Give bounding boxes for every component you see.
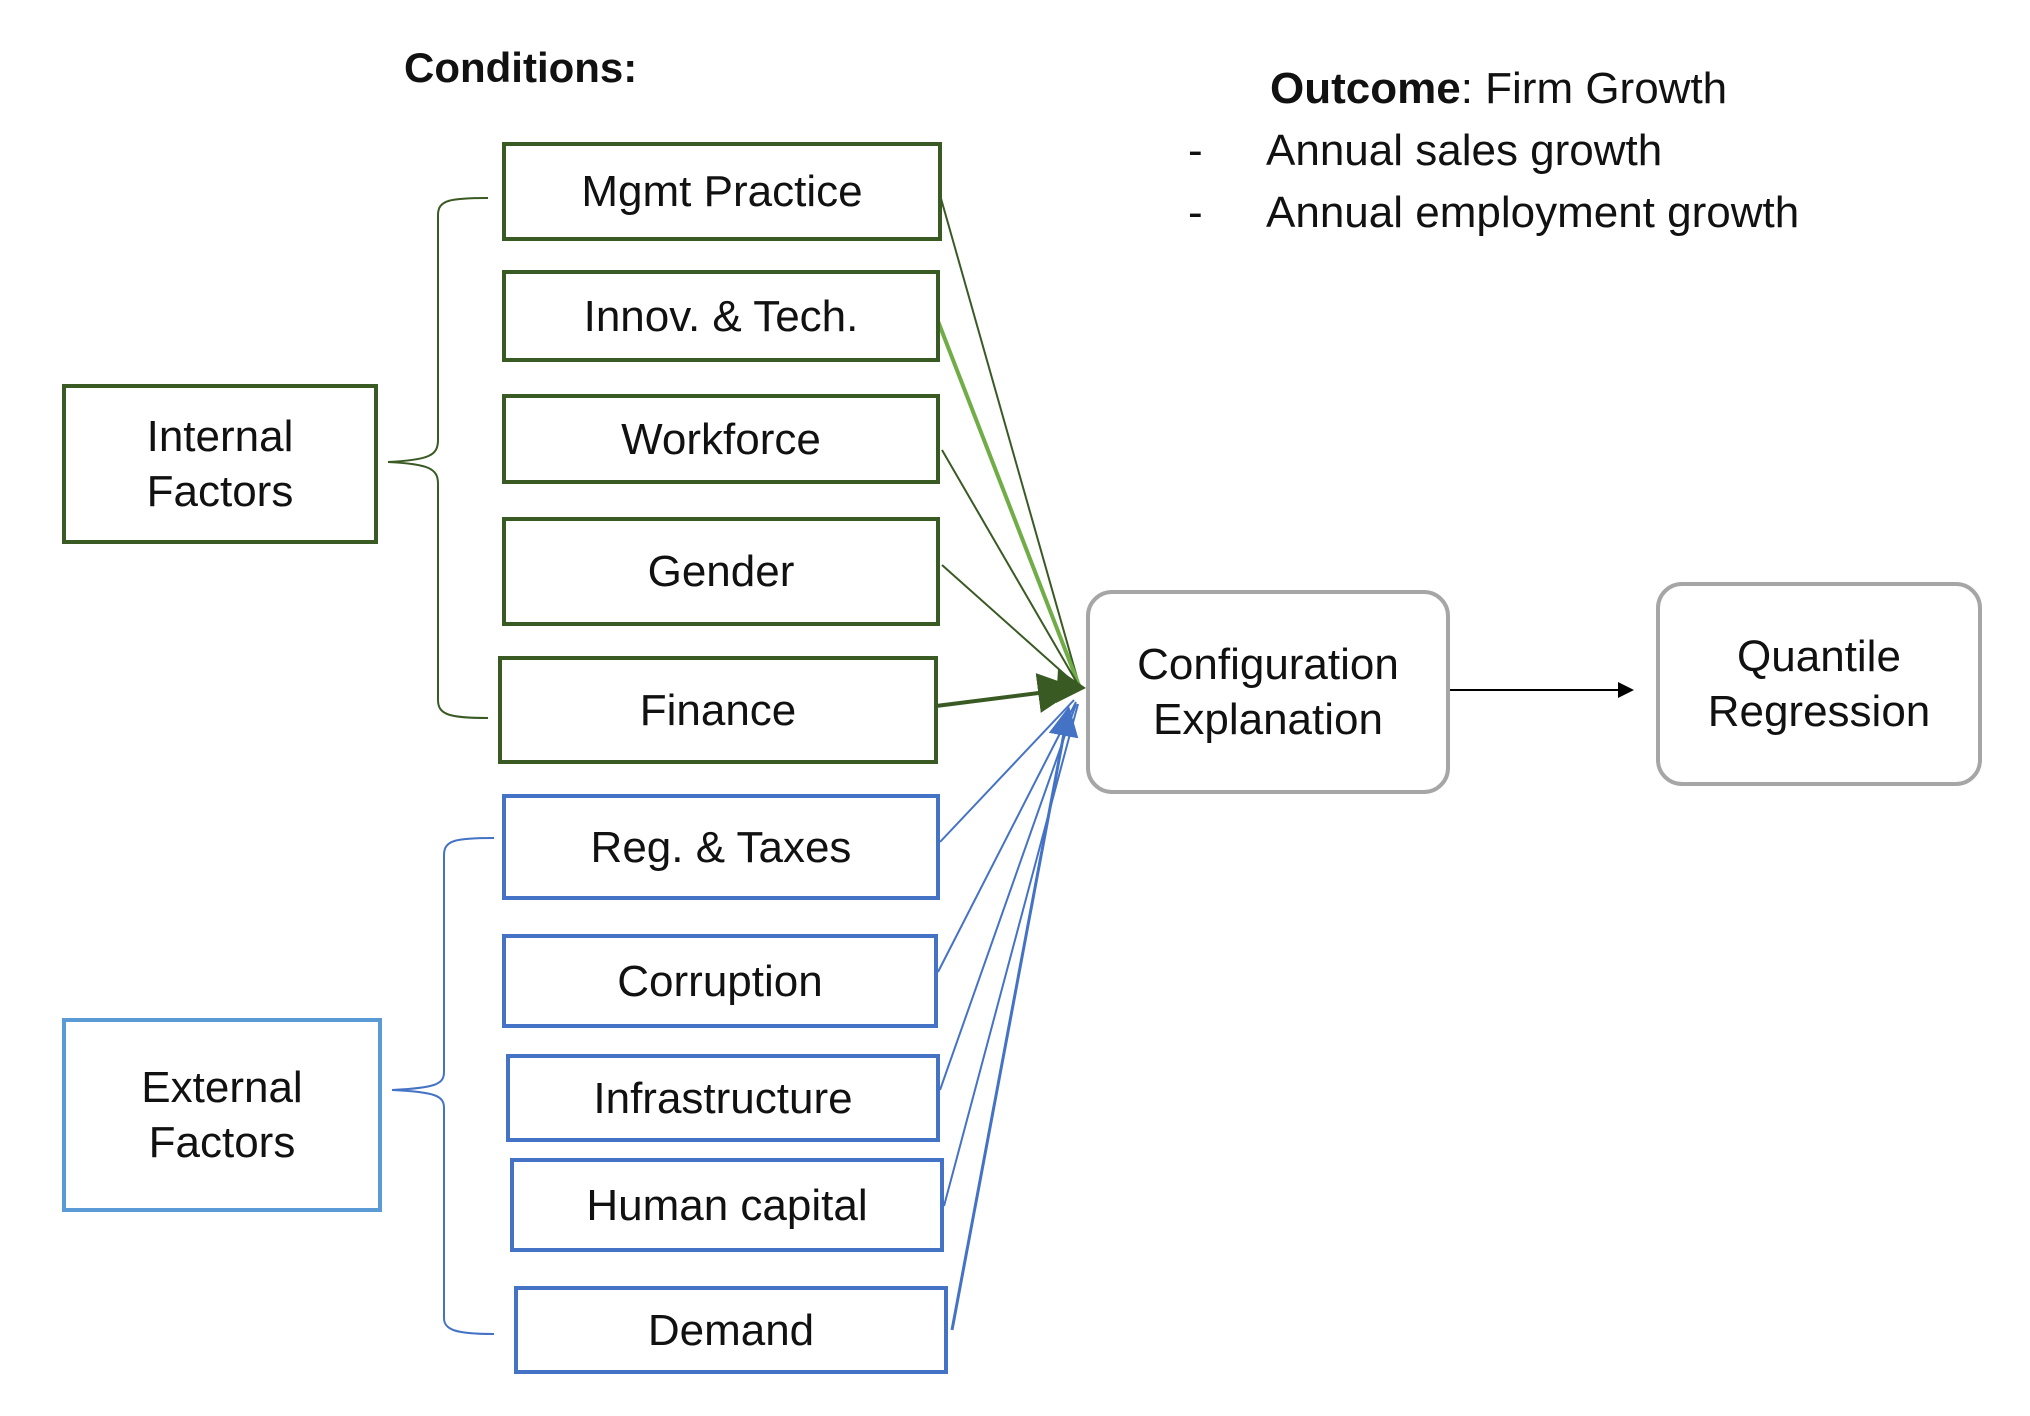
quantile-regression-node: Quantile Regression (1656, 582, 1982, 786)
outcome-label: Outcome (1270, 64, 1461, 113)
bullet-dash: - (1188, 126, 1203, 175)
outcome-value: : Firm Growth (1460, 64, 1728, 113)
regression-line2: Regression (1707, 687, 1931, 736)
internal-factors-line1: Internal (146, 412, 294, 461)
external-factors-box: External Factors (62, 1018, 382, 1212)
condition-demand: Demand (514, 1286, 948, 1374)
bullet-text: Annual sales growth (1266, 126, 1663, 175)
bullet-dash: - (1188, 188, 1203, 237)
arrow-human-capital (943, 703, 1079, 1207)
arrow-reg-taxes (939, 699, 1075, 843)
condition-mgmt-practice: Mgmt Practice (502, 142, 942, 241)
outcome-block: Outcome: Firm Growth - Annual sales growt… (1188, 58, 1799, 244)
outcome-bullet: - Annual sales growth (1188, 120, 1799, 182)
arrow-gender (941, 564, 1081, 689)
external-bracket (391, 837, 495, 1335)
arrow-finance (935, 673, 1078, 713)
external-factors-line1: External (141, 1063, 303, 1112)
configuration-line1: Configuration (1137, 640, 1399, 689)
arrowhead-internal (1056, 669, 1086, 703)
arrow-mgmt-practice (939, 194, 1081, 689)
bullet-text: Annual employment growth (1266, 188, 1800, 237)
internal-bracket (387, 197, 489, 719)
outcome-title: Outcome: Firm Growth (1188, 58, 1799, 120)
condition-innov-tech: Innov. & Tech. (502, 270, 940, 362)
condition-workforce: Workforce (502, 394, 940, 484)
configuration-explanation-node: Configuration Explanation (1086, 590, 1450, 794)
arrow-workforce (941, 449, 1081, 689)
internal-factors-line2: Factors (146, 467, 294, 516)
condition-infrastructure: Infrastructure (506, 1054, 940, 1142)
arrow-demand (950, 706, 1079, 1331)
outcome-bullet: - Annual employment growth (1188, 182, 1799, 244)
condition-gender: Gender (502, 517, 940, 626)
condition-human-capital: Human capital (510, 1158, 944, 1252)
arrow-corruption (937, 701, 1077, 973)
condition-corruption: Corruption (502, 934, 938, 1028)
arrow-infrastructure (939, 703, 1077, 1091)
internal-factors-box: Internal Factors (62, 384, 378, 544)
condition-finance: Finance (498, 656, 938, 764)
conditions-heading: Conditions: (404, 44, 638, 91)
regression-line1: Quantile (1737, 632, 1901, 681)
configuration-line2: Explanation (1153, 695, 1383, 744)
arrow-innov-tech (934, 315, 1082, 689)
external-factors-line2: Factors (148, 1118, 296, 1167)
condition-reg-taxes: Reg. & Taxes (502, 794, 940, 900)
